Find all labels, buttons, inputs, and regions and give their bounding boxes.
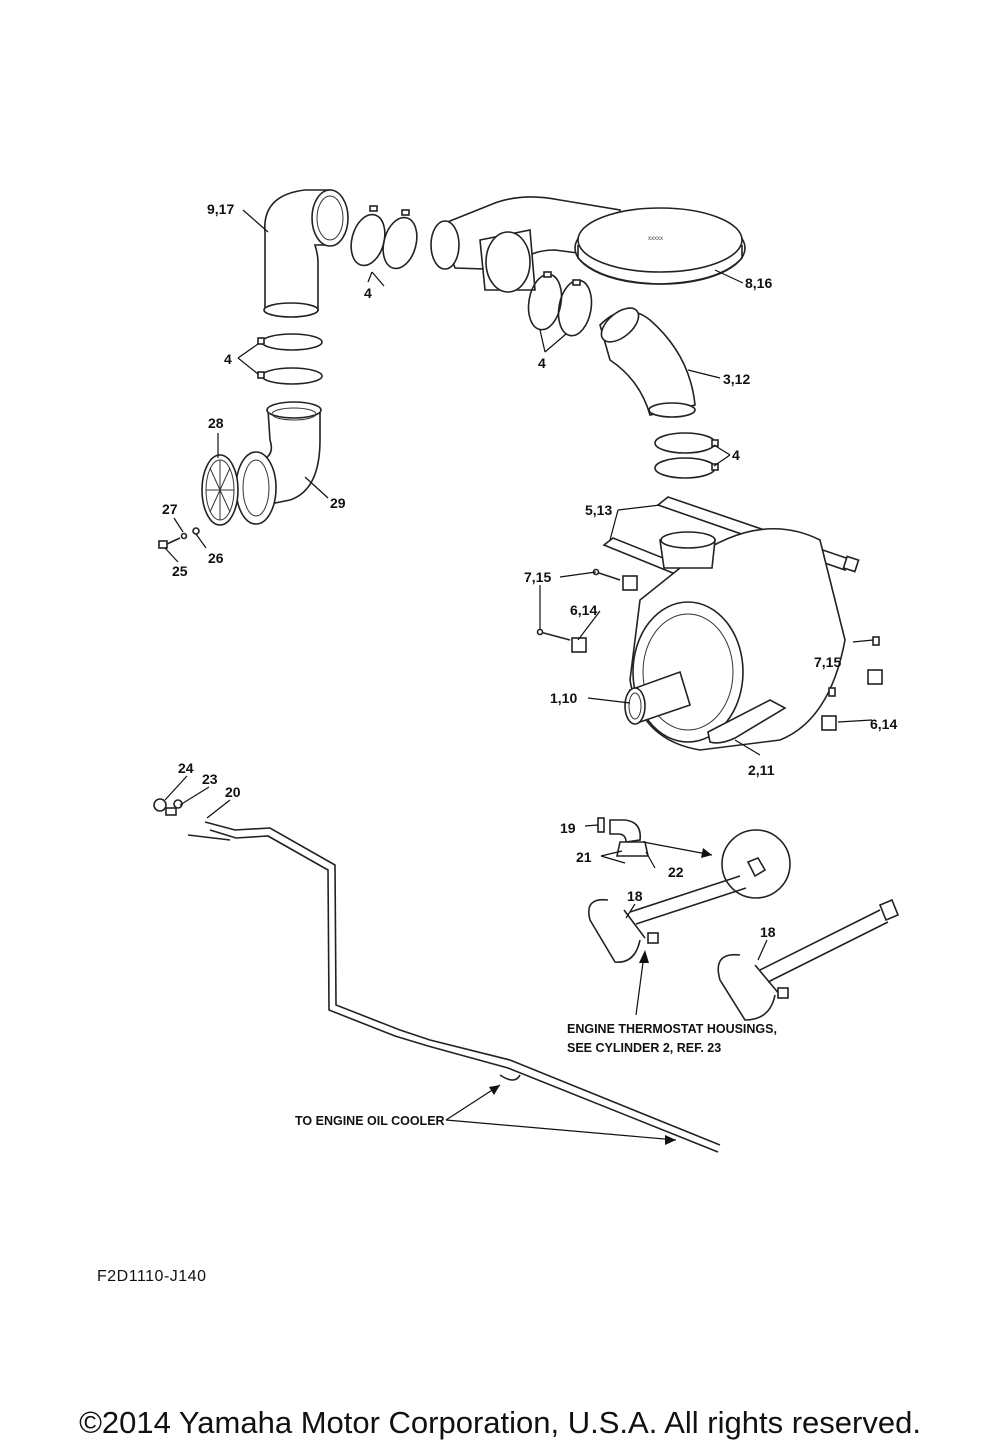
callout-label: 29: [330, 495, 346, 511]
callout-label: 27: [162, 501, 178, 517]
cooling-pipe-part[interactable]: [187, 821, 721, 1153]
oil-cooler-note: TO ENGINE OIL COOLER: [295, 1114, 445, 1128]
callout-label: 1,10: [550, 690, 577, 706]
hose-loop-part[interactable]: [717, 898, 900, 1021]
grille-part[interactable]: [201, 454, 239, 526]
bracket-part[interactable]: [707, 699, 787, 744]
duct-adapter-part[interactable]: [235, 401, 322, 525]
callout-label: 24: [178, 760, 194, 776]
hose-clamp-part[interactable]: [524, 271, 595, 339]
callout-label: 4: [224, 351, 232, 367]
callout-label: 4: [364, 285, 372, 301]
elbow-fitting-part[interactable]: [597, 817, 649, 857]
hose-loop-part[interactable]: [588, 875, 747, 963]
callout-label: 20: [225, 784, 241, 800]
copyright-notice: ©2014 Yamaha Motor Corporation, U.S.A. A…: [79, 1405, 921, 1440]
callout-label: 18: [760, 924, 776, 940]
callout-label: 6,14: [570, 602, 597, 618]
callout-label: 28: [208, 415, 224, 431]
leader-lines: [164, 209, 874, 1145]
clip-screw-part[interactable]: [821, 636, 883, 731]
thermostat-note-line1: ENGINE THERMOSTAT HOUSINGS,: [567, 1022, 777, 1036]
hose-clamp-part[interactable]: [346, 205, 422, 272]
callout-label: 4: [732, 447, 740, 463]
callout-label: 3,12: [723, 371, 750, 387]
callout-label: 2,11: [748, 762, 775, 778]
svg-text:xxxxx: xxxxx: [648, 236, 663, 242]
callout-labels: 9,17 4 4 8,16 4 3,12 4 28 29 27 26 25 5,…: [162, 201, 897, 1128]
hose-clamp-part[interactable]: [654, 432, 719, 479]
intake-silencer-part[interactable]: xxxxx: [430, 196, 746, 293]
bolt-washer-part[interactable]: [158, 527, 200, 549]
clip-screw-part[interactable]: [536, 568, 638, 653]
callout-label: 18: [627, 888, 643, 904]
callout-label: 9,17: [207, 201, 234, 217]
callout-label: 23: [202, 771, 218, 787]
air-box-part[interactable]: [624, 527, 846, 751]
callout-label: 7,15: [814, 654, 841, 670]
thermostat-note-line2: SEE CYLINDER 2, REF. 23: [567, 1041, 721, 1055]
hose-clamp-part[interactable]: [257, 333, 323, 385]
callout-label: 19: [560, 820, 576, 836]
callout-label: 25: [172, 563, 188, 579]
fitting-part[interactable]: [153, 798, 183, 816]
detail-view: [721, 829, 791, 899]
elbow-duct-part[interactable]: [263, 189, 349, 318]
drawing-code: F2D1110-J140: [97, 1268, 207, 1285]
callout-label: 7,15: [524, 569, 551, 585]
curved-duct-part[interactable]: [595, 302, 696, 418]
callout-label: 21: [576, 849, 592, 865]
callout-label: 22: [668, 864, 684, 880]
callout-label: 8,16: [745, 275, 772, 291]
callout-label: 26: [208, 550, 224, 566]
callout-label: 5,13: [585, 502, 612, 518]
callout-label: 6,14: [870, 716, 897, 732]
callout-label: 4: [538, 355, 546, 371]
